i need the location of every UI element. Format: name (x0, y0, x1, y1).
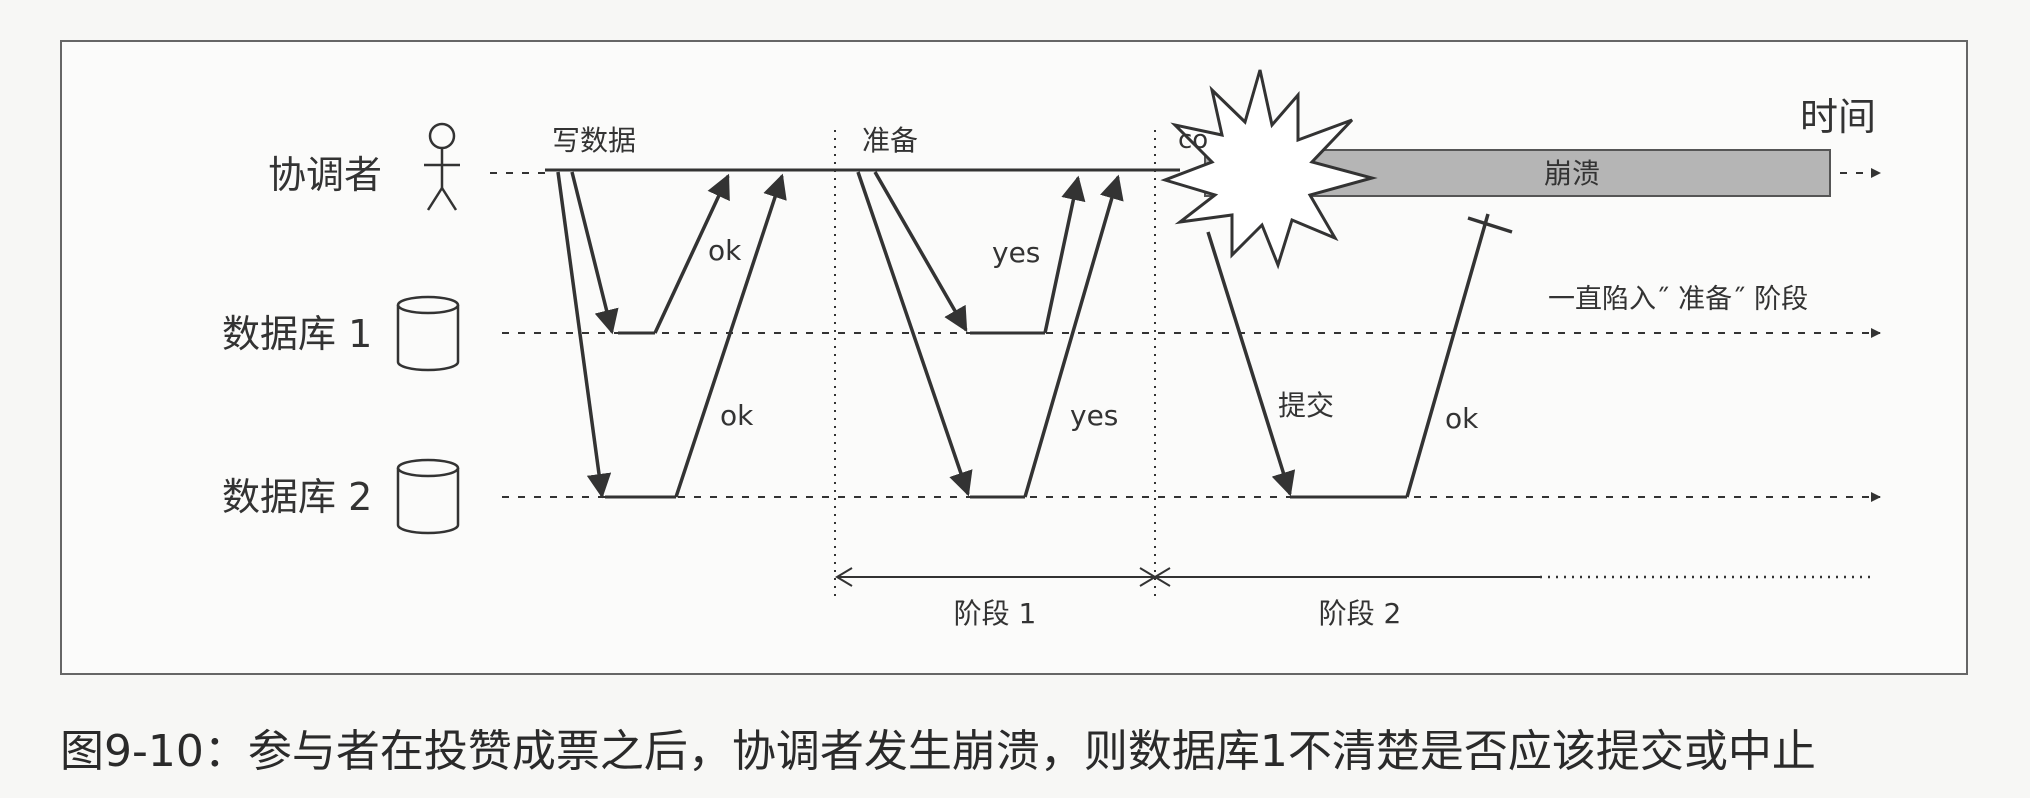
lost-message-mark (1467, 216, 1513, 234)
write-arrow-db1 (570, 171, 619, 335)
yes-label: yes (1070, 399, 1118, 432)
write-data-label: 写数据 (552, 124, 636, 157)
actor-icon (424, 122, 460, 211)
diagram-frame (60, 40, 1968, 675)
explosion-icon (1160, 69, 1378, 270)
yes-arrow-db1 (1043, 175, 1086, 334)
phase2-span-left-head (1153, 567, 1171, 587)
ok-arrow-db2 (674, 173, 787, 498)
figure-caption: 图9-10：参与者在投赞成票之后，协调者发生崩溃，则数据库1不清楚是否应该提交或… (60, 726, 1816, 777)
yes-label: yes (992, 236, 1040, 269)
commit-label: 提交 (1278, 389, 1334, 422)
crash-label: 崩溃 (1544, 157, 1600, 190)
db1-label: 数据库 1 (222, 312, 372, 356)
yes-arrow-db2 (1023, 174, 1124, 498)
phase2-label: 阶段 2 (1319, 597, 1402, 630)
ok-label: ok (720, 399, 754, 432)
two-phase-commit-diagram: 时间 协调者 数据库 1 数据库 2 崩溃 co 写数据 ok ok 准备 (222, 69, 1881, 630)
ok-arrow-db1 (653, 173, 730, 334)
database-icon (396, 458, 460, 535)
phase1-span-left-head (835, 567, 853, 587)
time-label: 时间 (1800, 95, 1876, 139)
write-arrow-db2 (556, 171, 612, 499)
commit-arrow-db2 (1206, 231, 1296, 497)
commit-partial-label: co (1178, 125, 1208, 155)
ok-label: ok (1445, 402, 1479, 435)
coordinator-label: 协调者 (268, 153, 382, 197)
phase1-label: 阶段 1 (954, 597, 1037, 630)
stuck-in-prepare-label: 一直陷入˝ 准备˝ 阶段 (1548, 284, 1808, 315)
database-icon (396, 295, 460, 372)
prepare-label: 准备 (862, 124, 918, 157)
ok-label: ok (708, 234, 742, 267)
prepare-arrow-db1 (873, 171, 968, 333)
db2-label: 数据库 2 (222, 475, 372, 519)
prepare-arrow-db2 (856, 171, 973, 497)
ok-arrow-lost (1405, 213, 1490, 498)
